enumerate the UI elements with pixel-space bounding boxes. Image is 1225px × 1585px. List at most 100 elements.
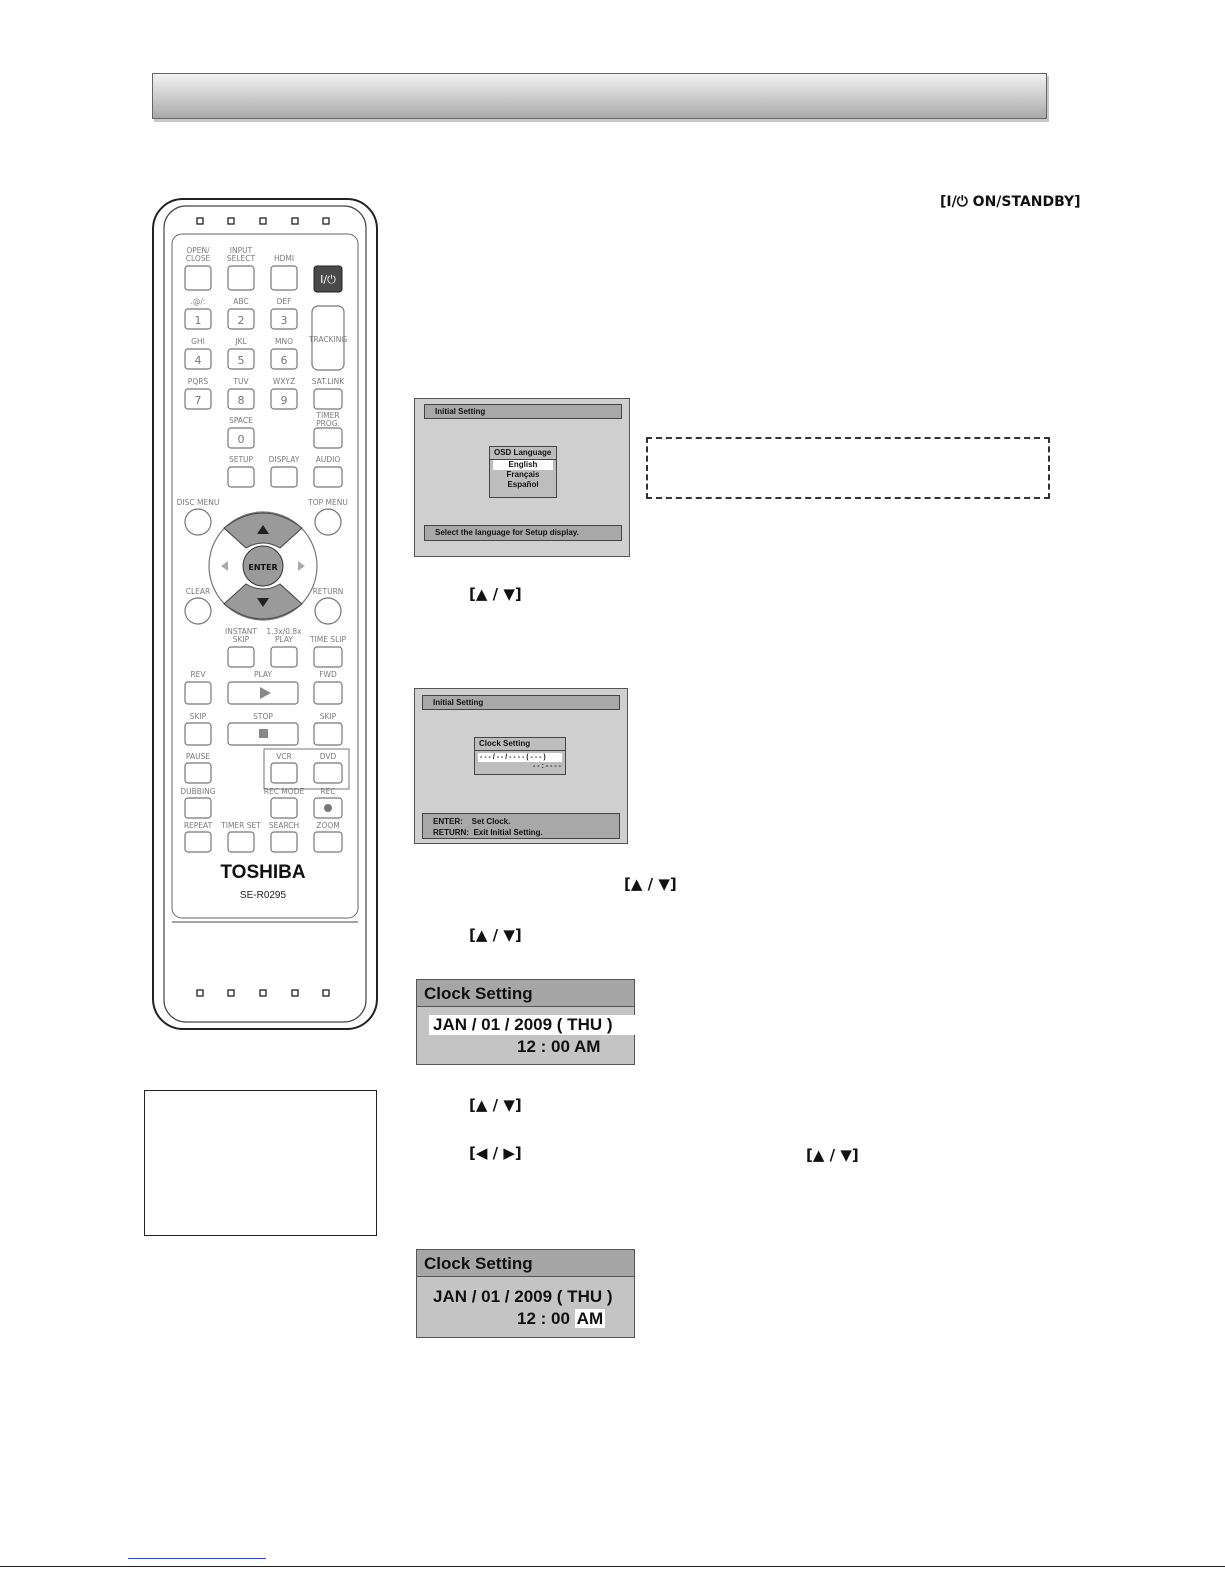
remote-brand-label: TOSHIBA [220,862,305,883]
clock-setting-panel: Clock Setting JAN / 01 / 2009 ( THU ) 12… [416,979,637,1065]
svg-text:RETURN: RETURN [313,587,344,596]
svg-text:PLAY: PLAY [254,670,272,679]
osd-language-option[interactable]: English [493,460,553,470]
clock-setting-title: Clock Setting [417,1250,634,1277]
svg-text:ZOOM: ZOOM [316,821,339,830]
svg-text:DISC MENU: DISC MENU [177,498,220,507]
svg-text:SKIP: SKIP [190,712,207,721]
svg-text:PQRS: PQRS [188,377,209,386]
svg-text:PLAY: PLAY [275,635,293,644]
svg-text:JKL: JKL [234,337,247,346]
svg-text:ENTER: ENTER [248,563,277,572]
svg-text:TIME SLIP: TIME SLIP [309,635,347,644]
svg-text:OPEN/: OPEN/ [186,246,210,255]
clock-date-row-highlighted: JAN / 01 / 2009 ( THU ) [429,1015,637,1035]
footer-link-underline[interactable] [128,1558,266,1559]
osd-clock-box-title: Clock Setting [475,738,565,751]
svg-text:PAUSE: PAUSE [186,752,210,761]
svg-text:.@/:: .@/: [191,297,206,306]
svg-text:INSTANT: INSTANT [225,627,257,636]
svg-text:HDMI: HDMI [274,254,294,263]
updown-key-label: [▲ / ▼] [469,926,522,944]
svg-text:INPUT: INPUT [230,246,253,255]
section-header-banner [152,73,1047,119]
clock-setting-panel: Clock Setting JAN / 01 / 2009 ( THU ) 12… [416,1249,635,1338]
updown-key-label: [▲ / ▼] [624,875,677,893]
svg-text:CLEAR: CLEAR [186,587,211,596]
svg-text:7: 7 [195,394,202,407]
clock-ampm: AM [574,1037,601,1056]
svg-text:2: 2 [238,314,245,327]
osd-bottom-bar: Select the language for Setup display. [424,525,622,541]
osd-language-screen: Initial Setting OSD Language English Fra… [414,398,630,557]
osd-help-line: RETURN: Exit Initial Setting. [433,828,543,837]
svg-text:CLOSE: CLOSE [186,254,211,263]
svg-text:9: 9 [281,394,288,407]
svg-text:3: 3 [281,314,288,327]
svg-text:DEF: DEF [277,297,292,306]
osd-language-box-title: OSD Language [490,447,556,460]
osd-clock-time-row: - - : - - - - [533,763,561,770]
svg-text:DUBBING: DUBBING [180,787,215,796]
updown-key-label: [▲ / ▼] [469,1096,522,1114]
svg-text:5: 5 [238,354,245,367]
osd-clock-box: Clock Setting - - - / - - / - - - - ( - … [474,737,566,775]
osd-language-option[interactable]: Français [506,470,540,479]
svg-text:TOP MENU: TOP MENU [307,498,348,507]
svg-text:SELECT: SELECT [227,254,256,263]
svg-text:TIMER SET: TIMER SET [220,821,261,830]
osd-clock-date-row: - - - / - - / - - - - ( - - - ) [478,753,562,762]
svg-text:TIMER: TIMER [315,411,339,420]
svg-text:1: 1 [195,314,202,327]
clock-date-row: JAN / 01 / 2009 ( THU ) [433,1287,613,1306]
svg-text:AUDIO: AUDIO [316,455,341,464]
svg-text:FWD: FWD [319,670,337,679]
clock-time: 12 : 00 [517,1309,570,1328]
remote-control-illustration: .lbl{font-family:"DejaVu Sans",sans-seri… [152,198,378,1030]
dashed-note-box [646,437,1050,499]
svg-text:STOP: STOP [253,712,273,721]
osd-language-option[interactable]: Español [507,480,539,489]
svg-text:SKIP: SKIP [320,712,337,721]
svg-text:REPEAT: REPEAT [184,821,213,830]
svg-text:SKIP: SKIP [233,635,250,644]
remote-model-label: SE-R0295 [240,890,287,901]
osd-language-box: OSD Language English Français Español [489,446,557,498]
svg-text:REV: REV [190,670,206,679]
osd-top-bar: Initial Setting [424,404,622,419]
clock-time-row: 12 : 00 AM [517,1037,600,1057]
svg-text:DVD: DVD [320,752,337,761]
svg-text:1.3x/0.8x: 1.3x/0.8x [266,627,302,636]
osd-help-bar: ENTER: Set Clock. RETURN: Exit Initial S… [422,813,620,839]
osd-top-bar: Initial Setting [422,695,620,710]
svg-text:MNO: MNO [275,337,293,346]
clock-time-row: 12 : 00 AM [517,1309,606,1329]
svg-text:DISPLAY: DISPLAY [269,455,300,464]
svg-text:REC: REC [320,787,335,796]
updown-key-label: [▲ / ▼] [806,1146,859,1164]
svg-text:TRACKING: TRACKING [308,335,347,344]
svg-text:0: 0 [238,433,245,446]
clock-ampm-highlighted: AM [574,1309,606,1328]
svg-text:8: 8 [238,394,245,407]
svg-text:6: 6 [281,354,288,367]
svg-text:VCR: VCR [276,752,292,761]
osd-clock-screen: Initial Setting Clock Setting - - - / - … [414,688,628,844]
svg-text:WXYZ: WXYZ [273,377,295,386]
svg-text:SPACE: SPACE [229,416,253,425]
svg-text:TUV: TUV [232,377,249,386]
updown-key-label: [▲ / ▼] [469,585,522,603]
svg-text:GHI: GHI [191,337,205,346]
svg-text:PROG.: PROG. [316,419,340,428]
svg-text:SETUP: SETUP [229,455,254,464]
svg-text:SEARCH: SEARCH [269,821,299,830]
clock-time: 12 : 00 [517,1037,570,1056]
footer-rule [0,1566,1225,1567]
svg-text:ABC: ABC [233,297,248,306]
clock-setting-title: Clock Setting [417,980,634,1007]
leftright-key-label: [◀ / ▶] [469,1144,522,1162]
side-note-box [144,1090,377,1236]
standby-key-label: [I/⏻ ON/STANDBY] [940,194,1081,210]
svg-text:SAT.LINK: SAT.LINK [312,377,346,386]
osd-help-line: ENTER: Set Clock. [433,817,511,826]
